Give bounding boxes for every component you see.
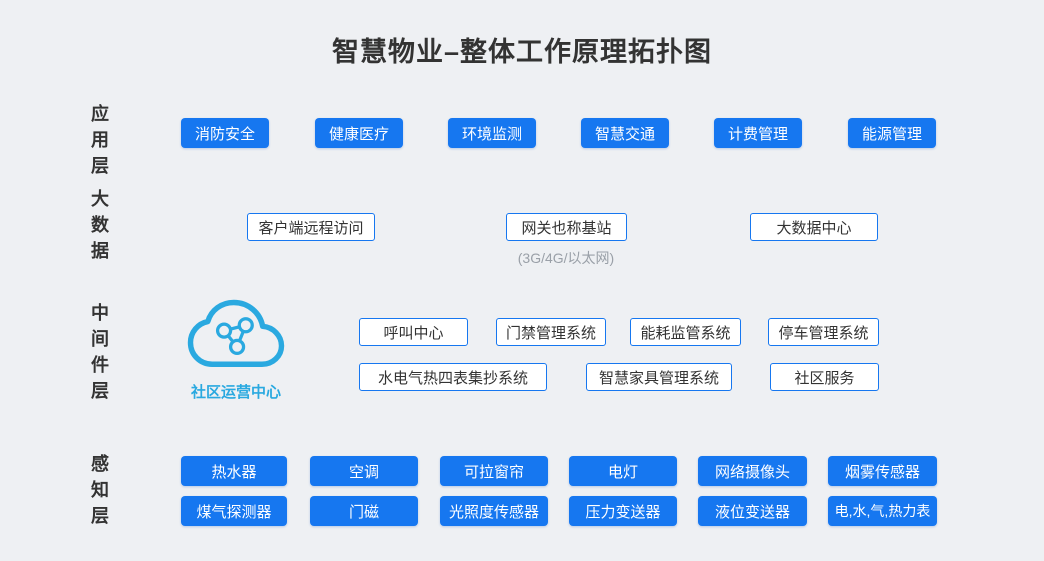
perception-item: 压力变送器: [569, 496, 677, 526]
gateway-network-note: (3G/4G/以太网): [517, 250, 615, 266]
middleware-box: 呼叫中心: [359, 318, 468, 346]
bigdata-box: 大数据中心: [750, 213, 878, 241]
perception-item: 电灯: [569, 456, 677, 486]
page-title: 智慧物业–整体工作原理拓扑图: [331, 37, 712, 67]
community-operation-center: 社区运营中心: [183, 298, 289, 402]
bigdata-box: 网关也称基站: [506, 213, 627, 241]
perception-item: 液位变送器: [698, 496, 807, 526]
perception-item: 烟雾传感器: [828, 456, 937, 486]
perception-item: 可拉窗帘: [440, 456, 548, 486]
community-operation-label: 社区运营中心: [190, 384, 281, 401]
perception-item: 空调: [310, 456, 418, 486]
perception-item: 光照度传感器: [440, 496, 548, 526]
app-layer-item: 能源管理: [848, 118, 936, 148]
app-layer-item: 环境监测: [448, 118, 536, 148]
middleware-box: 智慧家具管理系统: [586, 363, 732, 391]
app-layer-item: 健康医疗: [315, 118, 403, 148]
app-layer-item: 消防安全: [181, 118, 269, 148]
bigdata-box: 客户端远程访问: [247, 213, 375, 241]
cloud-network-icon: [187, 299, 285, 367]
layer-label-middleware: 中间件层: [89, 303, 109, 407]
perception-item: 网络摄像头: [698, 456, 807, 486]
perception-item: 煤气探测器: [181, 496, 287, 526]
perception-item: 电,水,气,热力表: [828, 496, 937, 526]
layer-label-perception: 感知层: [89, 454, 109, 532]
middleware-box: 水电气热四表集抄系统: [359, 363, 547, 391]
perception-item: 门磁: [310, 496, 418, 526]
middleware-box: 门禁管理系统: [496, 318, 606, 346]
layer-label-application: 应用层: [89, 104, 109, 182]
perception-item: 热水器: [181, 456, 287, 486]
middleware-box: 停车管理系统: [768, 318, 879, 346]
middleware-box: 社区服务: [770, 363, 879, 391]
layer-label-bigdata: 大数据: [89, 189, 109, 267]
middleware-box: 能耗监管系统: [630, 318, 741, 346]
app-layer-item: 智慧交通: [581, 118, 669, 148]
app-layer-item: 计费管理: [714, 118, 802, 148]
